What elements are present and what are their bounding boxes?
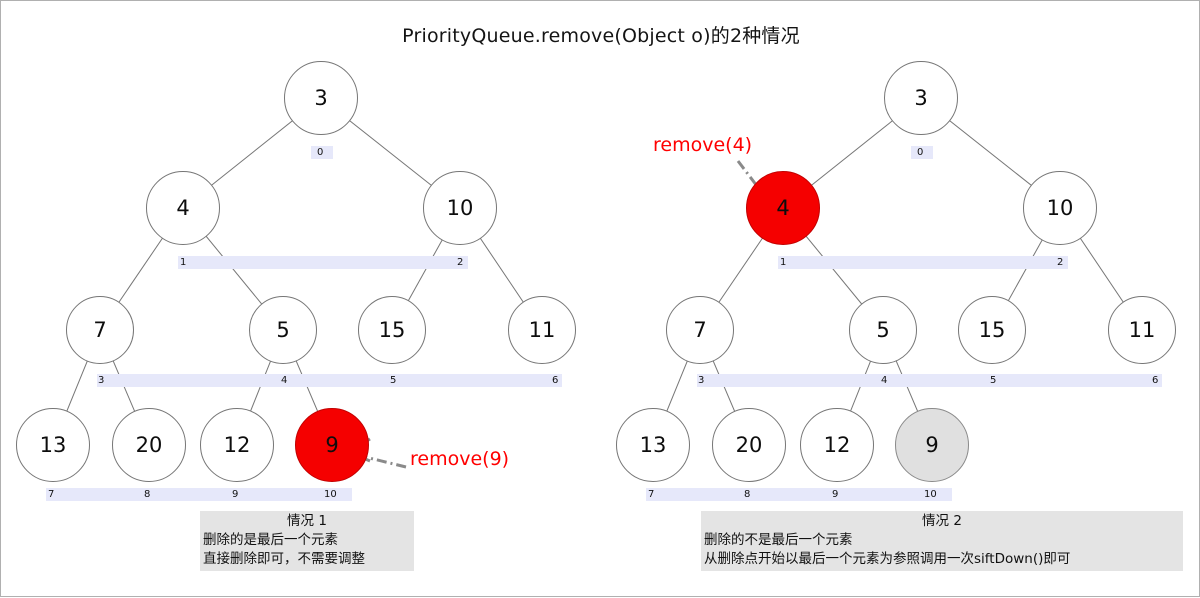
caption-1-line-1: 删除的是最后一个元素 xyxy=(203,532,338,548)
node-right-4[interactable]: 5 xyxy=(849,296,917,364)
index-label-right-10: 10 xyxy=(924,489,937,500)
index-label-left-5: 5 xyxy=(390,375,397,386)
node-right-2[interactable]: 10 xyxy=(1023,171,1097,245)
node-right-9[interactable]: 12 xyxy=(800,408,874,482)
index-label-left-1: 1 xyxy=(180,257,187,268)
index-band-left-3-6 xyxy=(97,374,562,387)
caption-2-line-2: 从删除点开始以最后一个元素为参照调用一次siftDown()即可 xyxy=(704,551,1071,567)
index-label-left-2: 2 xyxy=(457,257,464,268)
node-left-8[interactable]: 20 xyxy=(112,408,186,482)
node-left-9[interactable]: 12 xyxy=(200,408,274,482)
index-label-left-0: 0 xyxy=(317,147,324,158)
caption-case-2: 情况 2 删除的不是最后一个元素 从删除点开始以最后一个元素为参照调用一次sif… xyxy=(701,511,1183,571)
index-band-left-7-10 xyxy=(46,488,352,501)
index-label-right-3: 3 xyxy=(698,375,705,386)
node-left-2[interactable]: 10 xyxy=(423,171,497,245)
node-right-8[interactable]: 20 xyxy=(712,408,786,482)
remove-9-label: remove(9) xyxy=(410,448,510,470)
node-left-10[interactable]: 9 xyxy=(295,408,369,482)
index-label-left-3: 3 xyxy=(98,375,105,386)
index-label-left-10: 10 xyxy=(324,489,337,500)
node-left-7[interactable]: 13 xyxy=(16,408,90,482)
index-label-right-1: 1 xyxy=(780,257,787,268)
index-label-left-6: 6 xyxy=(552,375,559,386)
node-right-10[interactable]: 9 xyxy=(895,408,969,482)
caption-case-1: 情况 1 删除的是最后一个元素 直接删除即可，不需要调整 xyxy=(200,511,414,571)
page-title: PriorityQueue.remove(Object o)的2种情况 xyxy=(402,25,800,47)
node-right-6[interactable]: 11 xyxy=(1108,296,1176,364)
index-label-right-6: 6 xyxy=(1152,375,1159,386)
node-right-5[interactable]: 15 xyxy=(958,296,1026,364)
index-label-right-9: 9 xyxy=(832,489,839,500)
caption-2-line-1: 删除的不是最后一个元素 xyxy=(704,532,853,548)
caption-1-line-2: 直接删除即可，不需要调整 xyxy=(203,551,365,567)
index-label-right-8: 8 xyxy=(744,489,751,500)
index-label-right-2: 2 xyxy=(1057,257,1064,268)
index-label-left-9: 9 xyxy=(232,489,239,500)
index-label-right-4: 4 xyxy=(881,375,888,386)
index-label-right-5: 5 xyxy=(990,375,997,386)
node-left-1[interactable]: 4 xyxy=(146,171,220,245)
index-band-right-7-10 xyxy=(646,488,952,501)
index-band-left-1-2 xyxy=(178,256,468,269)
node-right-3[interactable]: 7 xyxy=(666,296,734,364)
node-left-3[interactable]: 7 xyxy=(66,296,134,364)
node-left-5[interactable]: 15 xyxy=(358,296,426,364)
node-right-7[interactable]: 13 xyxy=(616,408,690,482)
node-left-6[interactable]: 11 xyxy=(508,296,576,364)
node-right-0[interactable]: 3 xyxy=(884,61,958,135)
index-label-right-0: 0 xyxy=(917,147,924,158)
node-left-0[interactable]: 3 xyxy=(284,61,358,135)
caption-2-heading: 情况 2 xyxy=(922,513,962,529)
index-band-right-1-2 xyxy=(778,256,1068,269)
index-label-left-7: 7 xyxy=(48,489,55,500)
index-band-right-3-6 xyxy=(697,374,1162,387)
index-label-left-4: 4 xyxy=(281,375,288,386)
index-label-right-7: 7 xyxy=(648,489,655,500)
index-label-left-8: 8 xyxy=(144,489,151,500)
node-right-1[interactable]: 4 xyxy=(746,171,820,245)
caption-1-heading: 情况 1 xyxy=(287,513,327,529)
remove-4-label: remove(4) xyxy=(653,134,753,156)
node-left-4[interactable]: 5 xyxy=(249,296,317,364)
